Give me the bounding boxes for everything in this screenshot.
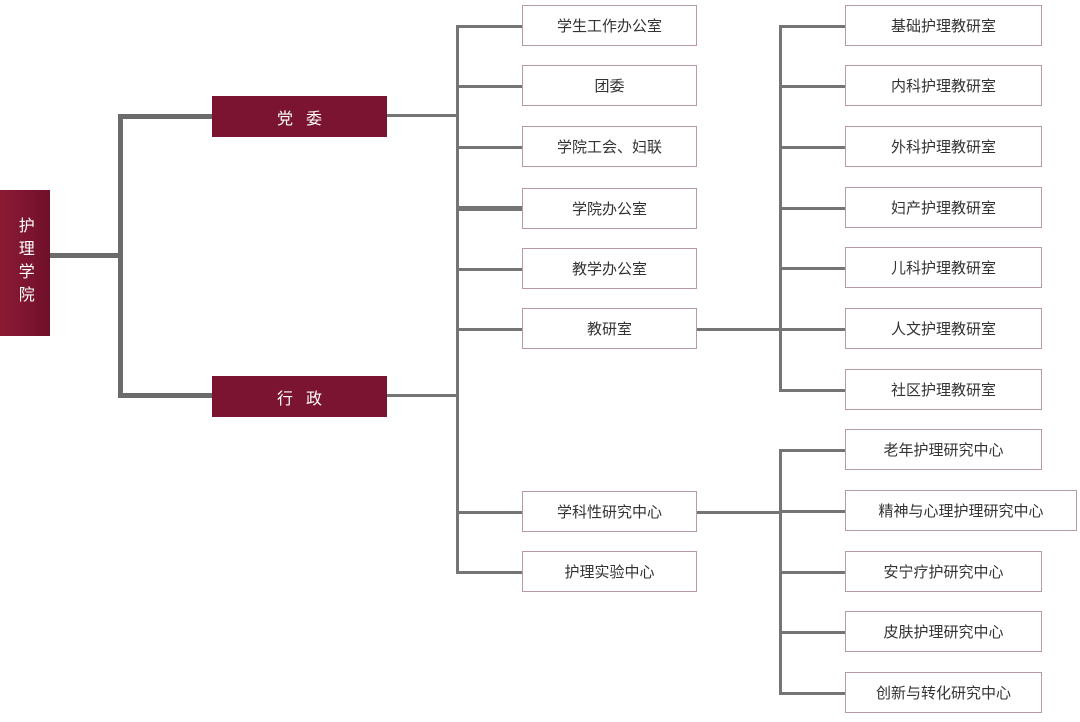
node-teaching-research-dept-label: 教研室 <box>586 320 632 338</box>
connector-research-branch-1 <box>779 449 845 452</box>
node-nursing-lab-center-label: 护理实验中心 <box>564 563 655 581</box>
node-geriatric-nursing-rc[interactable]: 老年护理研究中心 <box>845 429 1042 470</box>
connector-party-branch-3 <box>456 146 522 149</box>
node-basic-nursing[interactable]: 基础护理教研室 <box>845 5 1042 46</box>
connector-research-branch-2 <box>779 510 845 513</box>
connector-party-branch-2 <box>456 85 522 88</box>
connector-research-branch-4 <box>779 631 845 634</box>
connector-party-branch-1 <box>456 25 522 28</box>
node-surgical-nursing[interactable]: 外科护理教研室 <box>845 126 1042 167</box>
node-basic-nursing-label: 基础护理教研室 <box>890 17 996 35</box>
connector-admin-branch-5 <box>456 571 522 574</box>
connector-root-to-admin <box>118 393 214 398</box>
node-hospice-care-rc-label: 安宁疗护研究中心 <box>883 563 1004 581</box>
connector-root-to-party <box>118 114 214 119</box>
connector-admin-stub <box>387 394 459 397</box>
connector-admin-branch-4 <box>456 511 522 514</box>
node-hospice-care-rc[interactable]: 安宁疗护研究中心 <box>845 551 1042 592</box>
connector-party-trunk <box>456 25 459 209</box>
node-internal-nursing-label: 内科护理教研室 <box>890 77 996 95</box>
node-innovation-translation-rc[interactable]: 创新与转化研究中心 <box>845 672 1042 713</box>
node-youth-league-label: 团委 <box>594 77 625 95</box>
node-pediatric-nursing[interactable]: 儿科护理教研室 <box>845 247 1042 288</box>
node-mental-psych-nursing-rc[interactable]: 精神与心理护理研究中心 <box>845 490 1077 531</box>
connector-research-stub <box>697 511 781 514</box>
node-union-women[interactable]: 学院工会、妇联 <box>522 126 697 167</box>
node-community-nursing-label: 社区护理教研室 <box>890 381 996 399</box>
connector-party-stub <box>387 114 459 117</box>
node-skin-nursing-rc-label: 皮肤护理研究中心 <box>883 623 1004 641</box>
connector-admin-branch-1 <box>456 208 522 211</box>
node-nursing-lab-center[interactable]: 护理实验中心 <box>522 551 697 592</box>
node-obgyn-nursing-label: 妇产护理教研室 <box>890 199 996 217</box>
node-teaching-office[interactable]: 教学办公室 <box>522 248 697 289</box>
connector-research-branch-3 <box>779 571 845 574</box>
connector-teaching-branch-3 <box>779 146 845 149</box>
connector-root-trunk <box>118 114 123 398</box>
node-teaching-research-dept[interactable]: 教研室 <box>522 308 697 349</box>
node-college-office-label: 学院办公室 <box>571 200 647 218</box>
node-humanistic-nursing[interactable]: 人文护理教研室 <box>845 308 1042 349</box>
connector-admin-trunk <box>456 208 459 572</box>
connector-teaching-branch-6 <box>779 328 845 331</box>
node-union-women-label: 学院工会、妇联 <box>556 138 662 156</box>
connector-research-branch-5 <box>779 692 845 695</box>
node-discipline-research-center-label: 学科性研究中心 <box>556 503 662 521</box>
connector-root-stub <box>50 253 122 258</box>
node-youth-league[interactable]: 团委 <box>522 65 697 106</box>
connector-teaching-branch-7 <box>779 389 845 392</box>
node-internal-nursing[interactable]: 内科护理教研室 <box>845 65 1042 106</box>
node-innovation-translation-rc-label: 创新与转化研究中心 <box>875 684 1011 702</box>
node-party-committee-label: 党 委 <box>276 108 327 128</box>
connector-teaching-branch-4 <box>779 207 845 210</box>
connector-party-branch-4 <box>456 206 522 209</box>
node-student-affairs-office[interactable]: 学生工作办公室 <box>522 5 697 46</box>
node-obgyn-nursing[interactable]: 妇产护理教研室 <box>845 187 1042 228</box>
node-student-affairs-office-label: 学生工作办公室 <box>556 17 662 35</box>
node-humanistic-nursing-label: 人文护理教研室 <box>890 320 996 338</box>
node-root-label: 护理学院 <box>15 217 35 309</box>
node-administration-label: 行 政 <box>276 388 327 408</box>
node-root-nursing-college[interactable]: 护理学院 <box>0 190 50 336</box>
node-community-nursing[interactable]: 社区护理教研室 <box>845 369 1042 410</box>
connector-admin-branch-3 <box>456 328 522 331</box>
connector-admin-branch-2 <box>456 268 522 271</box>
node-skin-nursing-rc[interactable]: 皮肤护理研究中心 <box>845 611 1042 652</box>
node-discipline-research-center[interactable]: 学科性研究中心 <box>522 491 697 532</box>
node-administration[interactable]: 行 政 <box>212 376 387 417</box>
node-pediatric-nursing-label: 儿科护理教研室 <box>890 259 996 277</box>
node-teaching-office-label: 教学办公室 <box>571 260 647 278</box>
node-college-office[interactable]: 学院办公室 <box>522 188 697 229</box>
node-surgical-nursing-label: 外科护理教研室 <box>890 138 996 156</box>
connector-teaching-branch-5 <box>779 267 845 270</box>
connector-teaching-stub <box>697 328 781 331</box>
connector-teaching-branch-1 <box>779 25 845 28</box>
connector-teaching-branch-2 <box>779 85 845 88</box>
node-party-committee[interactable]: 党 委 <box>212 96 387 137</box>
node-geriatric-nursing-rc-label: 老年护理研究中心 <box>883 441 1004 459</box>
node-mental-psych-nursing-rc-label: 精神与心理护理研究中心 <box>878 502 1044 520</box>
